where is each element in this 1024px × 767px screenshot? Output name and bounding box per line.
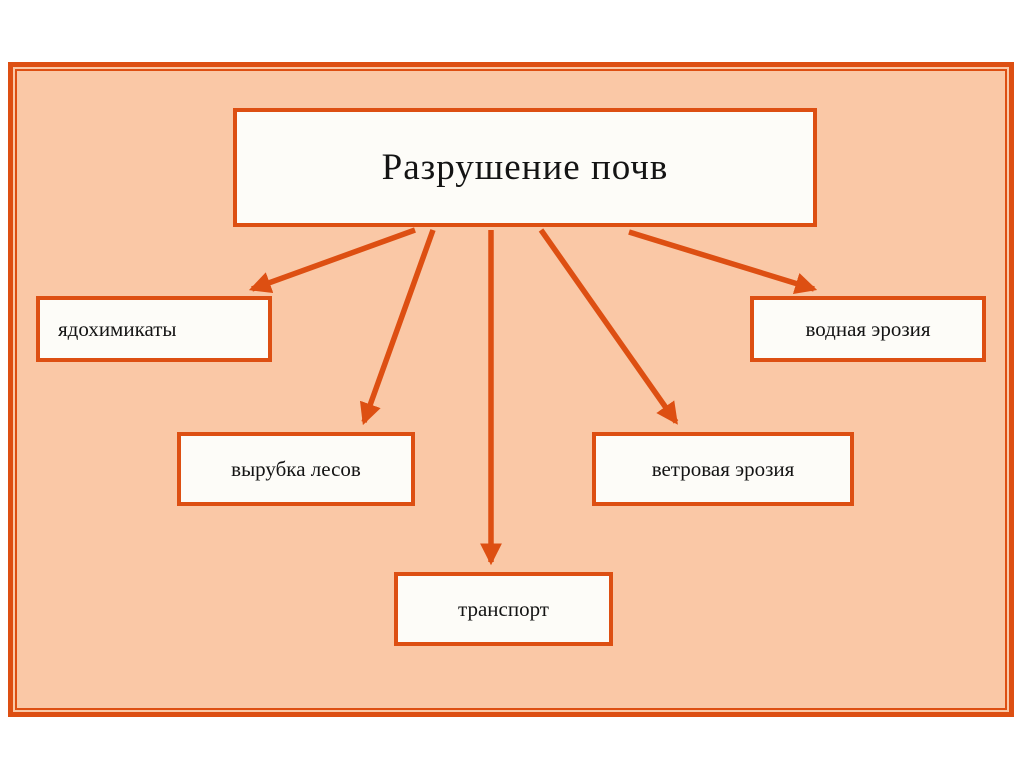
node-label: ветровая эрозия [651, 456, 795, 481]
root-node-soil-destruction: Разрушение почв [233, 108, 817, 227]
root-node-label: Разрушение почв [381, 147, 669, 188]
node-vodnaya-eroziya: водная эрозия [750, 296, 986, 362]
node-yadohimikaty: ядохимикаты [36, 296, 272, 362]
node-vetrovaya-eroziya: ветровая эрозия [592, 432, 854, 506]
node-label: ядохимикаты [58, 316, 177, 341]
node-label: вырубка лесов [231, 456, 361, 481]
node-label: транспорт [458, 596, 549, 621]
node-label: водная эрозия [805, 316, 931, 341]
node-vyrubka-lesov: вырубка лесов [177, 432, 415, 506]
node-transport: транспорт [394, 572, 613, 646]
